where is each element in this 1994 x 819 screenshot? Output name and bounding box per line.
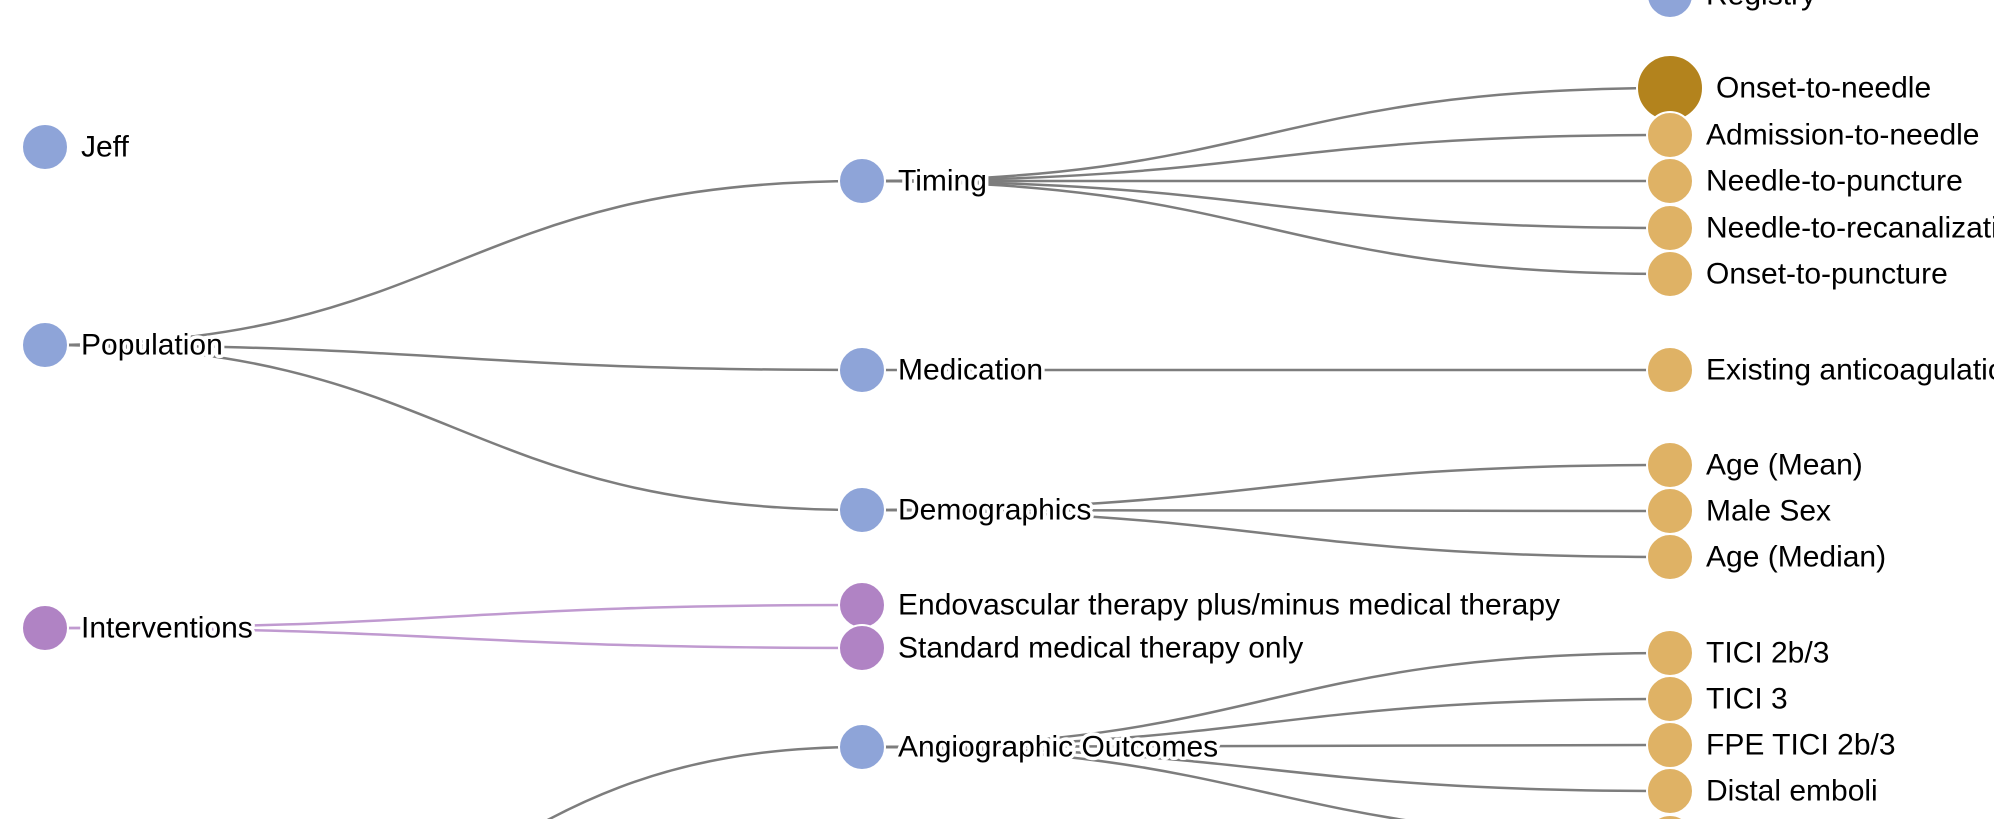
tree-node-endovascular-therapy[interactable] xyxy=(838,581,886,629)
tree-node-label-registry[interactable]: Registry xyxy=(1703,0,1820,15)
tree-node-label-population[interactable]: Population xyxy=(78,325,227,365)
tree-node-needle-to-puncture[interactable] xyxy=(1646,157,1694,205)
tree-node-label-existing-anticoagulation[interactable]: Existing anticoagulation xyxy=(1703,350,1994,390)
tree-node-existing-anticoagulation[interactable] xyxy=(1646,346,1694,394)
tree-link-demographics-to-age-median xyxy=(861,508,1671,559)
tree-link-angiographic-outcomes-to-tici-2b-3 xyxy=(861,651,1671,749)
tree-node-male-sex[interactable] xyxy=(1646,487,1694,535)
tree-node-label-fpe-tici-2b-3[interactable]: FPE TICI 2b/3 xyxy=(1703,725,1900,765)
tree-link-demographics-to-male-sex xyxy=(861,508,1671,513)
tree-link-timing-to-needle-to-recanalization xyxy=(861,179,1671,230)
tree-node-label-demographics[interactable]: Demographics xyxy=(895,490,1095,530)
tree-node-age-median[interactable] xyxy=(1646,533,1694,581)
tree-node-tici-2b-3[interactable] xyxy=(1646,629,1694,677)
tree-link-timing-to-admission-to-needle xyxy=(861,133,1671,183)
tree-node-onset-to-puncture[interactable] xyxy=(1646,250,1694,298)
tree-node-jeff[interactable] xyxy=(21,123,69,171)
tree-node-age-mean[interactable] xyxy=(1646,441,1694,489)
tree-node-label-age-mean[interactable]: Age (Mean) xyxy=(1703,445,1867,485)
tree-link-timing-to-onset-to-puncture xyxy=(861,179,1671,276)
tree-node-label-needle-to-recanalization[interactable]: Needle-to-recanalization xyxy=(1703,208,1994,248)
tree-node-label-tici-3[interactable]: TICI 3 xyxy=(1703,679,1792,719)
tree-node-tici-3[interactable] xyxy=(1646,675,1694,723)
tree-node-label-interventions[interactable]: Interventions xyxy=(78,608,257,648)
tree-node-label-angiographic-outcomes[interactable]: Angiographic Outcomes xyxy=(895,727,1222,767)
tree-link-population-to-medication xyxy=(44,343,863,372)
tree-node-interventions[interactable] xyxy=(21,604,69,652)
tree-nodes-layer xyxy=(21,0,1704,819)
tree-node-distal-emboli[interactable] xyxy=(1646,767,1694,815)
tree-node-label-onset-to-puncture[interactable]: Onset-to-puncture xyxy=(1703,254,1952,294)
tree-node-label-age-median[interactable]: Age (Median) xyxy=(1703,537,1890,577)
tree-node-label-standard-medical-therapy[interactable]: Standard medical therapy only xyxy=(895,628,1307,668)
tree-link-population-to-demographics xyxy=(44,343,863,512)
tree-node-population[interactable] xyxy=(21,321,69,369)
tree-node-needle-to-recanalization[interactable] xyxy=(1646,204,1694,252)
tree-link-outcomes-offscreen-to-angiographic-outcomes xyxy=(546,745,863,819)
tree-node-label-admission-to-needle[interactable]: Admission-to-needle xyxy=(1703,115,1983,155)
tree-node-fpe-tici-2b-3[interactable] xyxy=(1646,721,1694,769)
tree-link-timing-to-onset-to-needle xyxy=(861,86,1671,183)
tree-link-interventions-to-endovascular-therapy xyxy=(44,603,863,630)
tree-link-angiographic-outcomes-to-fpe-tici-2b-3 xyxy=(861,743,1671,749)
tree-node-medication[interactable] xyxy=(838,346,886,394)
tree-link-angiographic-outcomes-to-bottom-partial-node xyxy=(861,745,1407,819)
tree-node-label-onset-to-needle[interactable]: Onset-to-needle xyxy=(1713,68,1935,108)
tree-node-label-needle-to-puncture[interactable]: Needle-to-puncture xyxy=(1703,161,1967,201)
tree-link-population-to-timing xyxy=(44,179,863,347)
tree-node-bottom-partial-node[interactable] xyxy=(1647,814,1693,819)
tree-links-layer xyxy=(44,86,1671,819)
tree-node-label-endovascular-therapy[interactable]: Endovascular therapy plus/minus medical … xyxy=(895,585,1564,625)
tree-node-registry[interactable] xyxy=(1646,0,1694,19)
tree-node-label-timing[interactable]: Timing xyxy=(895,161,991,201)
tree-link-angiographic-outcomes-to-distal-emboli xyxy=(861,745,1671,793)
tree-node-label-male-sex[interactable]: Male Sex xyxy=(1703,491,1835,531)
tree-node-label-jeff[interactable]: Jeff xyxy=(78,127,133,167)
tree-node-admission-to-needle[interactable] xyxy=(1646,111,1694,159)
tree-node-standard-medical-therapy[interactable] xyxy=(838,624,886,672)
tree-node-timing[interactable] xyxy=(838,157,886,205)
tree-link-demographics-to-age-mean xyxy=(861,463,1671,512)
tree-node-label-medication[interactable]: Medication xyxy=(895,350,1047,390)
tree-node-demographics[interactable] xyxy=(838,486,886,534)
tree-node-angiographic-outcomes[interactable] xyxy=(838,723,886,771)
tree-labels-layer: RegistryJeffPopulation Timing Onset-to-nee… xyxy=(78,0,1994,811)
tree-node-label-distal-emboli[interactable]: Distal emboli xyxy=(1703,771,1882,811)
tree-link-angiographic-outcomes-to-tici-3 xyxy=(861,697,1671,749)
tree-link-interventions-to-standard-medical-therapy xyxy=(44,626,863,650)
tree-node-label-tici-2b-3[interactable]: TICI 2b/3 xyxy=(1703,633,1833,673)
